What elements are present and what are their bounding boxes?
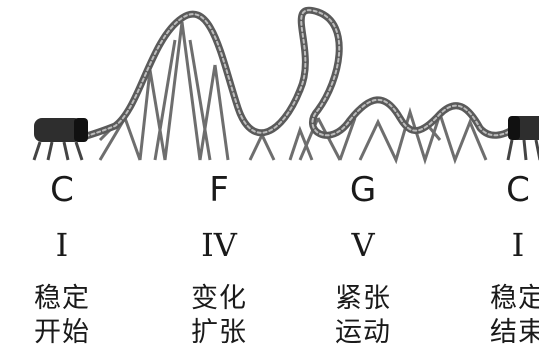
chord-label: F: [209, 170, 229, 210]
coaster-car-left: [32, 118, 88, 161]
chord-label: G: [349, 170, 377, 210]
stage-description: 稳定 开始: [34, 283, 90, 348]
coaster-car-right: [506, 116, 539, 161]
roller-coaster-illustration: [32, 6, 539, 165]
coaster-track: [76, 6, 519, 142]
roman-numeral-label: IV: [201, 226, 237, 264]
roman-numeral-label: V: [351, 226, 375, 264]
chord-label: C: [506, 170, 530, 210]
roman-numeral-label: I: [55, 226, 69, 264]
roman-numeral-label: I: [511, 226, 525, 264]
stage-description: 紧张 运动: [335, 283, 391, 348]
stage-description: 变化 扩张: [191, 283, 247, 348]
stage-description: 稳定 结束: [490, 283, 539, 348]
chord-label: C: [50, 170, 74, 210]
